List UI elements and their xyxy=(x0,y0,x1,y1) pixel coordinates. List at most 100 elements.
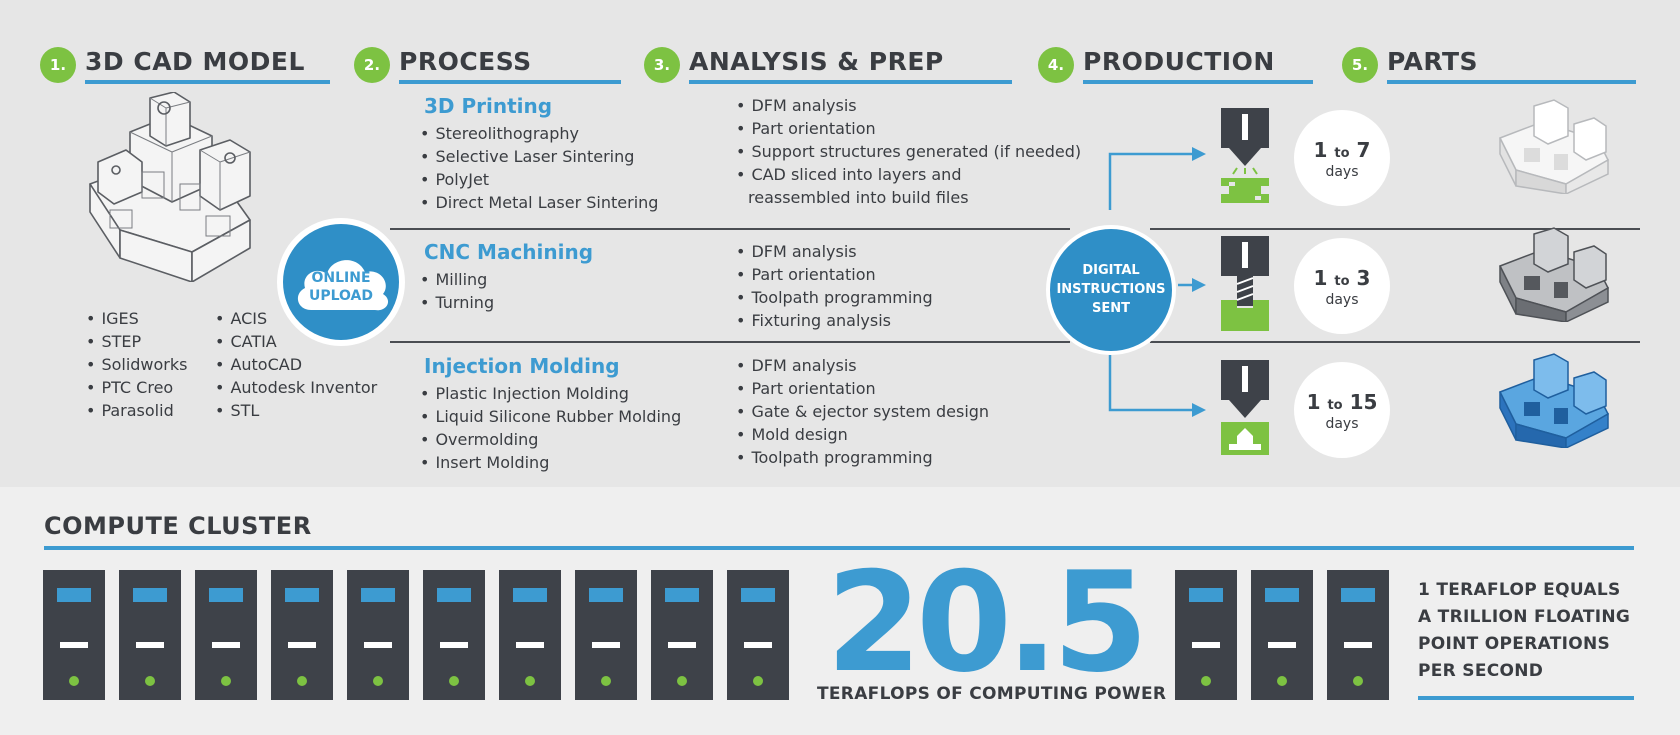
server-icon xyxy=(727,570,789,700)
digital-line-2: INSTRUCTIONS xyxy=(1056,282,1166,297)
server-icon xyxy=(1251,570,1313,700)
server-icon xyxy=(651,570,713,700)
process-title-3d-printing: 3D Printing xyxy=(424,94,553,118)
server-icon xyxy=(271,570,333,700)
lead-time-to: 15 xyxy=(1349,390,1378,414)
analysis-item: Fixturing analysis xyxy=(736,309,933,332)
analysis-item: Toolpath programming xyxy=(736,446,989,469)
step-underline xyxy=(85,80,330,84)
definition-line: 1 TERAFLOP EQUALS xyxy=(1418,580,1621,600)
lead-time-unit: days xyxy=(1325,416,1359,432)
server-icon xyxy=(195,570,257,700)
step-title: 3D CAD MODEL xyxy=(85,47,305,76)
part-image-metal xyxy=(1498,227,1609,322)
process-list-injection: Plastic Injection Molding Liquid Silicon… xyxy=(420,382,681,474)
cluster-underline xyxy=(44,546,1634,550)
lead-time-3d-printing: 1 to 7 days xyxy=(1294,110,1390,206)
format-item: Solidworks xyxy=(86,353,187,376)
lead-time-injection: 1 to 15 days xyxy=(1294,362,1390,458)
format-item: ACIS xyxy=(215,307,377,330)
step-number: 2. xyxy=(354,47,390,83)
process-item: Plastic Injection Molding xyxy=(420,382,681,405)
process-item: Direct Metal Laser Sintering xyxy=(420,191,658,214)
process-title-cnc: CNC Machining xyxy=(424,240,594,264)
server-icon xyxy=(347,570,409,700)
row-divider-1b xyxy=(1150,228,1640,230)
file-formats-right: ACIS CATIA AutoCAD Autodesk Inventor STL xyxy=(215,307,377,422)
analysis-item: Mold design xyxy=(736,423,989,446)
format-item: IGES xyxy=(86,307,187,330)
server-icon xyxy=(575,570,637,700)
analysis-item: Part orientation xyxy=(736,263,933,286)
online-upload-badge: ONLINE UPLOAD xyxy=(277,218,405,346)
analysis-item: DFM analysis xyxy=(736,354,989,377)
analysis-list-injection: DFM analysis Part orientation Gate & eje… xyxy=(736,354,989,469)
analysis-continuation: reassembled into build files xyxy=(748,188,969,207)
lead-time-range: 1 to 7 xyxy=(1294,138,1390,162)
teraflops-value: 20.5 xyxy=(826,542,1149,703)
step-number: 1. xyxy=(40,47,76,83)
step-header-cad: 1. 3D CAD MODEL xyxy=(40,43,330,84)
process-item: PolyJet xyxy=(420,168,658,191)
lead-time-unit: days xyxy=(1325,164,1359,180)
lead-time-unit: days xyxy=(1325,292,1359,308)
process-item: Stereolithography xyxy=(420,122,658,145)
analysis-item: Part orientation xyxy=(736,377,989,400)
definition-underline xyxy=(1418,696,1634,700)
cluster-title: COMPUTE CLUSTER xyxy=(44,512,312,540)
lead-time-to-word: to xyxy=(1334,146,1350,161)
analysis-item: Part orientation xyxy=(736,117,1081,140)
server-icon xyxy=(499,570,561,700)
server-icon xyxy=(423,570,485,700)
teraflop-definition: 1 TERAFLOP EQUALS A TRILLION FLOATING PO… xyxy=(1418,577,1630,685)
teraflops-caption: TERAFLOPS OF COMPUTING POWER xyxy=(817,684,1167,704)
analysis-item: DFM analysis xyxy=(736,240,933,263)
row-divider-1 xyxy=(390,228,1070,230)
analysis-item: CAD sliced into layers and xyxy=(736,163,1081,186)
step-title: PRODUCTION xyxy=(1083,47,1275,76)
analysis-list-3d-printing: DFM analysis Part orientation Support st… xyxy=(736,94,1081,186)
cloud-icon xyxy=(297,260,389,311)
cnc-mill-icon xyxy=(1221,236,1269,331)
upload-line-1: ONLINE xyxy=(311,270,371,286)
definition-line: PER SECOND xyxy=(1418,661,1544,681)
lead-time-to-word: to xyxy=(1327,398,1343,413)
lead-time-from: 1 xyxy=(1306,390,1321,414)
injection-mold-icon xyxy=(1221,360,1269,455)
step-underline xyxy=(689,80,1012,84)
step-number: 3. xyxy=(644,47,680,83)
lead-time-range: 1 to 3 xyxy=(1294,266,1390,290)
definition-line: A TRILLION FLOATING xyxy=(1418,607,1631,627)
process-item: Milling xyxy=(420,268,494,291)
definition-line: POINT OPERATIONS xyxy=(1418,634,1611,654)
format-item: Autodesk Inventor xyxy=(215,376,377,399)
lead-time-to: 7 xyxy=(1356,138,1371,162)
step-title: PROCESS xyxy=(399,47,532,76)
process-item: Liquid Silicone Rubber Molding xyxy=(420,405,681,428)
step-number: 4. xyxy=(1038,47,1074,83)
analysis-item: DFM analysis xyxy=(736,94,1081,117)
analysis-list-cnc: DFM analysis Part orientation Toolpath p… xyxy=(736,240,933,332)
3d-printer-nozzle-icon xyxy=(1221,108,1269,203)
analysis-item: Toolpath programming xyxy=(736,286,932,309)
lead-time-from: 1 xyxy=(1313,266,1328,290)
step-underline xyxy=(1387,80,1636,84)
file-formats-left: IGES STEP Solidworks PTC Creo Parasolid xyxy=(86,307,187,422)
row-divider-2b xyxy=(1150,341,1640,343)
format-item: STL xyxy=(215,399,377,422)
server-icon xyxy=(1175,570,1237,700)
part-image-blue xyxy=(1498,353,1609,448)
format-item: STEP xyxy=(86,330,187,353)
step-header-production: 4. PRODUCTION xyxy=(1038,43,1313,84)
step-title: ANALYSIS & PREP xyxy=(689,47,944,76)
step-underline xyxy=(399,80,621,84)
format-item: CATIA xyxy=(215,330,377,353)
step-header-parts: 5. PARTS xyxy=(1342,43,1636,84)
format-item: Parasolid xyxy=(86,399,187,422)
process-list-3d-printing: Stereolithography Selective Laser Sinter… xyxy=(420,122,658,214)
row-divider-2 xyxy=(390,341,1070,343)
process-list-cnc: Milling Turning xyxy=(420,268,494,314)
step-header-process: 2. PROCESS xyxy=(354,43,621,84)
step-number: 5. xyxy=(1342,47,1378,83)
analysis-item: Gate & ejector system design xyxy=(736,400,989,423)
